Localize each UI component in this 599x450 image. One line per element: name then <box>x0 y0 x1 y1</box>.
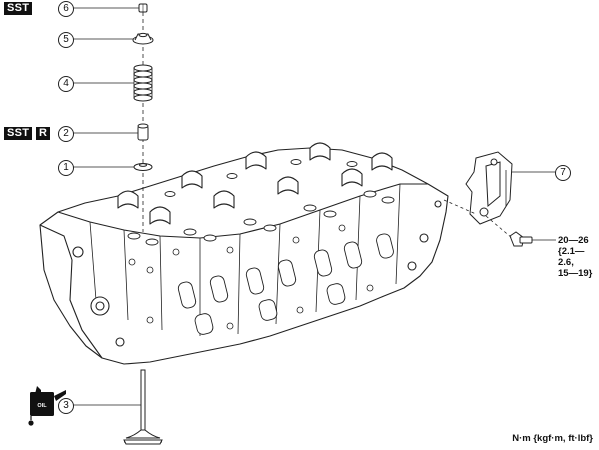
oil-can-label: OIL <box>37 403 47 409</box>
callout-1: 1 <box>58 160 74 176</box>
bracket <box>465 151 513 225</box>
callout-2: 2 <box>58 126 74 142</box>
callout-6: 6 <box>58 1 74 17</box>
sst-tag-top: SST <box>4 2 33 15</box>
cylinder-head <box>39 142 449 365</box>
torque-spec-line3: 15—19} <box>558 268 593 279</box>
torque-spec-line2: {2.1—2.6, <box>558 246 585 268</box>
callout-4: 4 <box>58 76 74 92</box>
lower-spring-seat <box>133 163 153 171</box>
callout-7: 7 <box>555 165 571 181</box>
valve-components <box>123 3 163 445</box>
valve-seal <box>137 123 149 141</box>
torque-spec-line1: 20—26 <box>558 235 589 246</box>
sst-tag-mid: SST <box>4 127 33 140</box>
bracket-bolt <box>509 231 533 247</box>
valve <box>123 369 163 445</box>
units-label: N·m {kgf·m, ft·lbf} <box>512 433 593 444</box>
torque-spec: 20—26 {2.1—2.6, 15—19} <box>558 235 599 279</box>
callout-3: 3 <box>58 398 74 414</box>
valve-keeper <box>138 3 148 13</box>
oil-can-icon: OIL <box>28 386 66 426</box>
upper-spring-seat <box>132 32 154 45</box>
replace-tag: R <box>36 127 51 140</box>
valve-spring <box>133 64 153 102</box>
leader-lines <box>73 7 556 406</box>
callout-5: 5 <box>58 32 74 48</box>
